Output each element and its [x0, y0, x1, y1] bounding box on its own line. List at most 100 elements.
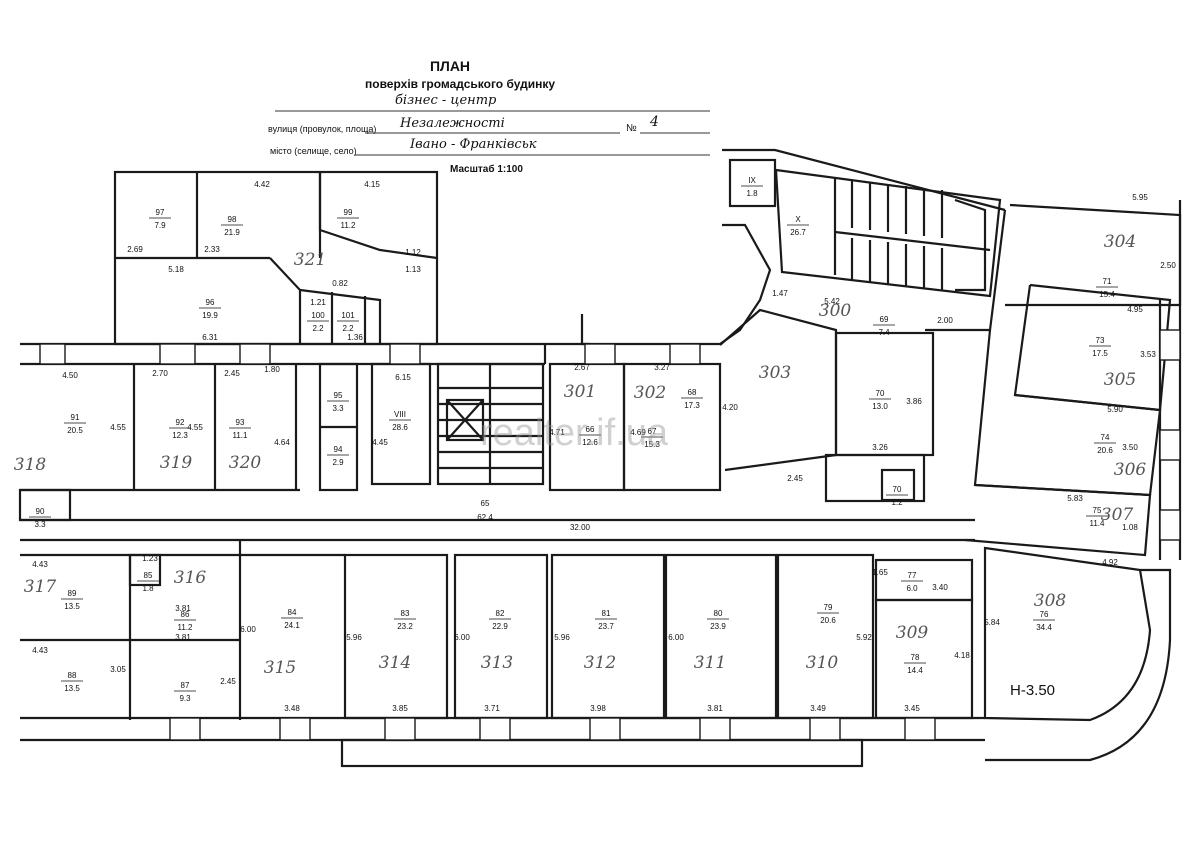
- dimension-label: 6.00: [668, 633, 684, 642]
- room-number: 87: [181, 681, 190, 690]
- street-label: вулиця (провулок, площа): [268, 124, 377, 134]
- room-number: IX: [748, 176, 756, 185]
- office-number: 318: [14, 455, 47, 475]
- room-number: X: [795, 215, 801, 224]
- dimension-label: 4.15: [364, 180, 380, 189]
- room-area: 34.4: [1036, 623, 1052, 632]
- dimension-label: 4.92: [1102, 558, 1118, 567]
- office-number: 312: [584, 653, 616, 673]
- dimension-label: 1.65: [872, 568, 888, 577]
- dimension-label: 4.43: [32, 560, 48, 569]
- room-area: 23.7: [598, 622, 614, 631]
- office-number: 319: [160, 453, 193, 473]
- dimension-label: 3.85: [392, 704, 408, 713]
- dimension-label: 1.36: [347, 333, 363, 342]
- dimension-label: 5.84: [984, 618, 1000, 627]
- room-area: 7.9: [154, 221, 166, 230]
- dimension-label: 4.64: [274, 438, 290, 447]
- office-number: 317: [24, 577, 57, 597]
- room-area: 11.4: [1090, 519, 1106, 528]
- dimension-label: 2.45: [220, 677, 236, 686]
- number-label: №: [626, 123, 637, 134]
- office-number: 305: [1104, 370, 1136, 390]
- room-number: 70: [876, 389, 885, 398]
- dimension-label: 3.48: [284, 704, 300, 713]
- room-area: 13.5: [64, 602, 80, 611]
- room-area: 12.3: [172, 431, 188, 440]
- dimension-label: 4.18: [954, 651, 970, 660]
- city-label: місто (селище, село): [270, 146, 357, 156]
- plan-subtitle: поверхів громадського будинку: [365, 77, 555, 91]
- office-number: 311: [694, 653, 726, 673]
- dimension-label: 3.49: [810, 704, 826, 713]
- room-number: 97: [156, 208, 165, 217]
- office-number: 306: [1114, 460, 1147, 480]
- office-number: 316: [174, 568, 207, 588]
- room-area: 24.1: [284, 621, 300, 630]
- room-area: 6.0: [906, 584, 918, 593]
- dimension-label: 3.81: [707, 704, 723, 713]
- room-area: 13.0: [872, 402, 888, 411]
- dimension-label: 3.98: [590, 704, 606, 713]
- dimension-label: 2.00: [937, 316, 953, 325]
- office-number: 301: [564, 382, 596, 402]
- watermark-text: realter.if.ua: [480, 412, 668, 454]
- room-number: 70: [893, 485, 902, 494]
- office-number: 321: [294, 250, 326, 270]
- room-area: 17.5: [1092, 349, 1108, 358]
- room-number: VIII: [394, 410, 406, 419]
- room-area: 23.2: [397, 622, 413, 631]
- room-number: 68: [688, 388, 697, 397]
- dimension-label: 5.18: [168, 265, 184, 274]
- room-area: 17.3: [684, 401, 700, 410]
- room-number: 81: [602, 609, 611, 618]
- dimension-label: 3.81: [175, 604, 191, 613]
- corridor-length: 32.00: [570, 523, 591, 532]
- room-area: 23.9: [710, 622, 726, 631]
- room-number: 75: [1093, 506, 1102, 515]
- room-number: 74: [1101, 433, 1110, 442]
- dimension-label: 2.69: [127, 245, 143, 254]
- room-area: 9.3: [179, 694, 191, 703]
- room-number: 100: [311, 311, 325, 320]
- room-area: 26.7: [790, 228, 806, 237]
- room-number: 94: [334, 445, 343, 454]
- corridor-number: 65: [481, 499, 490, 508]
- office-number: 313: [481, 653, 513, 673]
- room-number: 67: [648, 427, 657, 436]
- room-area: 20.6: [1097, 446, 1113, 455]
- room-number: 85: [144, 571, 153, 580]
- dimension-label: 4.55: [187, 423, 203, 432]
- dimension-label: 0.82: [332, 279, 348, 288]
- dimension-label: 2.33: [204, 245, 220, 254]
- dimension-label: 3.45: [904, 704, 920, 713]
- dimension-label: 4.20: [722, 403, 738, 412]
- office-number: 304: [1104, 232, 1136, 252]
- dimension-label: 5.42: [824, 297, 840, 306]
- room-number: 77: [908, 571, 917, 580]
- dimension-label: 4.55: [110, 423, 126, 432]
- room-number: 79: [824, 603, 833, 612]
- room-number: 84: [288, 608, 297, 617]
- room-number: 83: [401, 609, 410, 618]
- number-value: 4: [650, 114, 659, 130]
- room-area: 20.5: [67, 426, 83, 435]
- room-number: 80: [714, 609, 723, 618]
- room-area: 12.6: [582, 438, 598, 447]
- dimension-label: 2.70: [152, 369, 168, 378]
- dimension-label: 5.83: [1067, 494, 1083, 503]
- dimension-label: 3.50: [1122, 443, 1138, 452]
- room-number: 82: [496, 609, 505, 618]
- dimension-label: 3.40: [932, 583, 948, 592]
- dimension-label: 3.27: [654, 363, 670, 372]
- dimension-label: 6.15: [395, 373, 411, 382]
- dimension-label: 2.45: [224, 369, 240, 378]
- office-number: 310: [806, 653, 839, 673]
- dimension-label: 1.13: [405, 265, 421, 274]
- dimension-label: 1.47: [772, 289, 788, 298]
- room-area: 14.4: [907, 666, 923, 675]
- room-area: 22.9: [492, 622, 508, 631]
- room-number: 99: [344, 208, 353, 217]
- dimension-label: 3.26: [872, 443, 888, 452]
- dimension-label: 3.86: [906, 397, 922, 406]
